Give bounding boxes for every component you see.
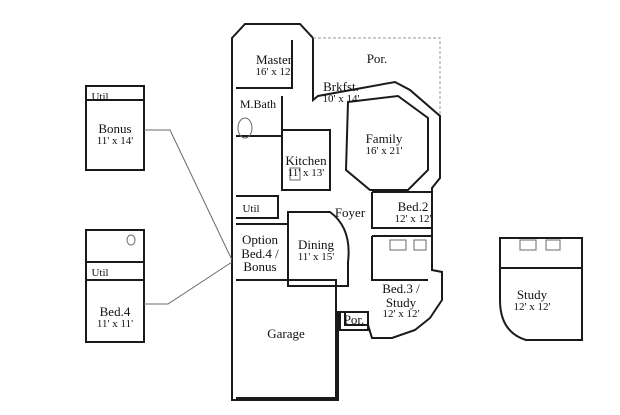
family-dims: 16' x 21' xyxy=(365,144,403,157)
bed4-label: Bed.4 11' x 11' xyxy=(88,305,142,330)
master-dims: 16' x 12' xyxy=(255,65,293,78)
porch-front-name: Por. xyxy=(343,312,365,327)
bed3-line2: Study xyxy=(385,294,417,310)
bed3-dims: 12' x 12' xyxy=(382,308,420,321)
front-porch-walls xyxy=(339,311,369,331)
util-bonus-name: Util xyxy=(91,91,109,103)
master-walls xyxy=(236,40,293,89)
kitchen-label: Kitchen 11' x 13' xyxy=(281,154,331,179)
study-inset-outline xyxy=(499,237,583,341)
mbath-label: M.Bath xyxy=(234,96,282,113)
porch-front-label: Por. xyxy=(341,313,367,327)
bonus-label: Bonus 11' x 14' xyxy=(88,122,142,147)
dining-dims: 11' x 15' xyxy=(297,250,335,263)
brkfst-dims: 10' x 14' xyxy=(322,92,360,105)
bonus-inset-outline xyxy=(85,85,145,171)
bed4-dims: 11' x 11' xyxy=(96,317,134,330)
option-walls xyxy=(236,223,289,282)
bathtub-symbol xyxy=(237,117,253,139)
master-label: Master 16' x 12' xyxy=(250,53,298,78)
study-label: Study 12' x 12' xyxy=(504,288,560,313)
bonus-name: Bonus xyxy=(98,121,132,136)
option-line2: Bed.4 / xyxy=(241,245,279,261)
family-walls xyxy=(344,94,429,191)
foyer-name: Foyer xyxy=(334,205,366,220)
bonus-dims: 11' x 14' xyxy=(96,134,134,147)
util-bed4-label: Util xyxy=(88,264,112,281)
kitchen-walls xyxy=(281,129,331,191)
study-tub-symbol xyxy=(519,239,537,251)
family-name: Family xyxy=(365,131,403,146)
util-bed4-name: Util xyxy=(91,267,109,279)
rear-porch-outline xyxy=(313,37,441,116)
range-symbol xyxy=(289,167,301,181)
kitchen-dims: 11' x 13' xyxy=(287,166,325,179)
dining-label: Dining 11' x 15' xyxy=(290,238,342,263)
porch-top-label: Por. xyxy=(362,52,392,66)
garage-outline xyxy=(236,279,337,399)
bed2-tub-symbol xyxy=(389,239,407,251)
option-line1: Option xyxy=(241,232,279,247)
bed2-name: Bed.2 xyxy=(397,199,429,214)
dining-walls xyxy=(287,211,350,287)
bed4-inset-outline xyxy=(85,229,145,343)
bed2-walls xyxy=(371,191,432,229)
bed3-line1: Bed.3 / xyxy=(382,281,420,296)
bed2-sink-symbol xyxy=(413,239,427,251)
foyer-label: Foyer xyxy=(330,206,370,220)
brkfst-name: Brkfst. xyxy=(323,79,359,94)
option-label: Option Bed.4 / Bonus xyxy=(234,233,286,274)
study-sink-symbol xyxy=(545,239,561,251)
dining-name: Dining xyxy=(297,237,335,252)
option-line3: Bonus xyxy=(243,259,277,275)
study-name: Study xyxy=(516,287,548,302)
garage-label: Garage xyxy=(256,327,316,341)
porch-top-name: Por. xyxy=(366,51,388,66)
family-label: Family 16' x 21' xyxy=(358,132,410,157)
util-bonus-label: Util xyxy=(88,88,112,105)
util-main-name: Util xyxy=(242,203,260,215)
mbath-name: M.Bath xyxy=(239,97,277,111)
bed4-fixture-symbol xyxy=(126,234,136,246)
bonus-leader-line xyxy=(144,129,233,261)
util-walls xyxy=(236,195,279,219)
bed3-label: Bed.3 / Study 12' x 12' xyxy=(374,282,428,321)
master-name: Master xyxy=(255,52,293,67)
garage-name: Garage xyxy=(267,326,305,341)
bed4-name: Bed.4 xyxy=(99,304,131,319)
util-main-label: Util xyxy=(238,200,264,217)
kitchen-name: Kitchen xyxy=(285,153,327,168)
brkfst-label: Brkfst. 10' x 14' xyxy=(316,80,366,105)
bed4-leader-line xyxy=(144,261,233,305)
study-dims: 12' x 12' xyxy=(513,300,551,313)
bed2-label: Bed.2 12' x 12' xyxy=(388,200,438,225)
bed2-dims: 12' x 12' xyxy=(394,212,432,225)
bed3-walls xyxy=(371,235,432,281)
